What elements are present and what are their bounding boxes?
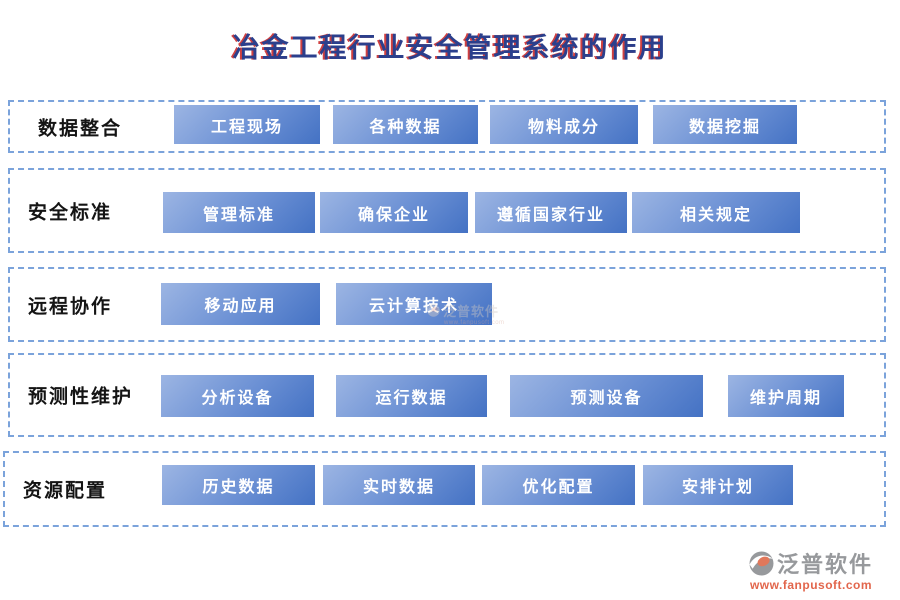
action-button: 预测设备 (510, 375, 703, 417)
action-button: 各种数据 (333, 105, 478, 144)
action-button: 移动应用 (161, 283, 320, 325)
row-label: 预测性维护 (28, 386, 134, 408)
action-button: 安排计划 (643, 465, 793, 505)
action-button: 工程现场 (174, 105, 320, 144)
row-label: 数据整合 (38, 118, 123, 139)
action-button: 遵循国家行业 (475, 192, 627, 233)
brand-name: 泛普软件 (776, 552, 873, 577)
row-label: 资源配置 (23, 480, 108, 502)
action-button: 维护周期 (728, 375, 844, 417)
row-safety-standards: 安全标准 管理标准 确保企业 遵循国家行业 相关规定 (8, 168, 886, 253)
action-button: 历史数据 (162, 465, 315, 505)
row-label: 远程协作 (28, 296, 113, 317)
page-title: 冶金工程行业安全管理系统的作用 (232, 33, 668, 63)
action-button: 相关规定 (632, 192, 800, 233)
fanpu-logo-icon (749, 551, 774, 576)
row-resource-allocation: 资源配置 历史数据 实时数据 优化配置 安排计划 (3, 451, 886, 527)
action-button: 物料成分 (490, 105, 638, 144)
brand-logo: 泛普软件 www.fanpusoft.com (736, 547, 886, 592)
row-remote-collaboration: 远程协作 移动应用 云计算技术 (8, 267, 886, 342)
row-data-integration: 数据整合 工程现场 各种数据 物料成分 数据挖掘 (8, 100, 886, 153)
action-button: 确保企业 (320, 192, 468, 233)
action-button: 数据挖掘 (653, 105, 797, 144)
row-predictive-maintenance: 预测性维护 分析设备 运行数据 预测设备 维护周期 (8, 353, 886, 437)
row-label: 安全标准 (28, 202, 113, 223)
action-button: 云计算技术 (336, 283, 492, 325)
action-button: 管理标准 (163, 192, 315, 233)
action-button: 运行数据 (336, 375, 487, 417)
action-button: 分析设备 (161, 375, 314, 417)
action-button: 实时数据 (323, 465, 475, 505)
brand-url: www.fanpusoft.com (749, 578, 873, 592)
action-button: 优化配置 (482, 465, 635, 505)
